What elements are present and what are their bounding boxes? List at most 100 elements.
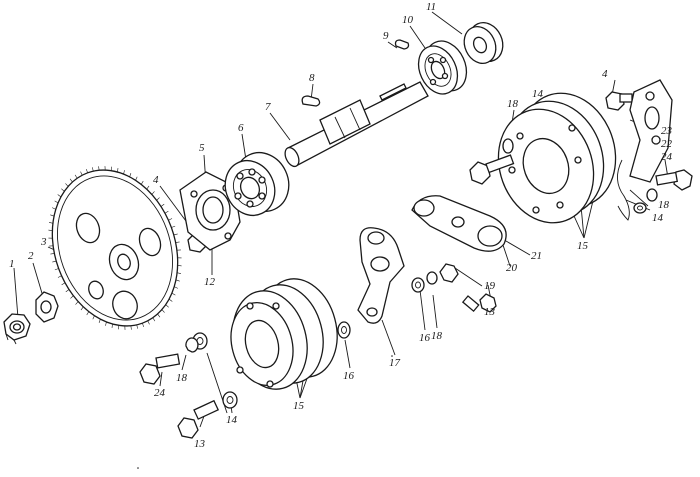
gear-tooth [135,176,138,181]
label-part-3: 3 [41,236,47,248]
label-part-21: 21 [531,250,542,262]
gear-tooth [171,225,176,228]
label-part-9: 9 [383,30,389,42]
label-part-4-right: 4 [602,68,608,80]
friction-plates-15-bottom [230,278,338,390]
shaft-7 [284,81,429,168]
label-part-18-bottom: 18 [176,372,187,384]
bolt-24-right [655,169,693,191]
gear-tooth [168,298,173,302]
label-part-14-top: 14 [532,88,543,100]
bearing-6 [224,152,290,216]
gear-tooth [164,210,169,214]
gear-tooth [129,172,132,177]
label-part-6: 6 [238,122,244,134]
gear-tooth [165,304,169,308]
gear-tooth [157,313,161,318]
gear-tooth [92,167,94,172]
label-part-24-bottom: 24 [154,387,165,399]
label-part-18-right: 18 [658,199,669,211]
bolt-4-right [605,91,633,111]
gear-tooth [147,320,150,325]
gear-tooth [65,289,70,293]
gear-tooth [175,279,180,282]
gear-tooth [85,168,88,173]
gear-tooth [50,214,55,217]
label-part-13-mid: 13 [484,306,495,318]
gear-tooth [175,241,180,243]
label-part-23: 23 [661,125,672,137]
gear-tooth [52,207,56,210]
washer-18-top [502,138,514,154]
nut-19 [439,263,459,283]
label-part-15-bottom: 15 [293,400,304,412]
gear-tooth [177,272,182,274]
label-part-14-right: 14 [652,212,663,224]
washer-16-bottom [337,321,351,339]
gear-tooth [65,183,69,187]
label-part-15-right: 15 [577,240,588,252]
label-part-22: 22 [661,138,672,150]
label-part-18-mid: 18 [431,330,442,342]
washer-14-right [633,202,647,214]
washer-18-right [646,188,658,202]
gear-tooth [105,321,107,326]
gear-tooth [57,275,62,278]
label-part-18-top: 18 [507,98,518,110]
bearing-10 [417,40,468,95]
gear-tooth [61,188,65,192]
washer-18-mid [426,271,438,285]
gear-tooth [98,166,100,171]
label-part-20: 20 [506,262,517,274]
gear-tooth [86,311,90,316]
label-part-8: 8 [309,72,315,84]
friction-plates-15-right [497,92,617,224]
gear-tooth [156,197,160,201]
gear-tooth [54,200,59,204]
label-part-12: 12 [204,276,215,288]
key-8 [301,95,321,107]
lock-washer-18-bottom [185,337,199,353]
gear-tooth [69,178,73,183]
gear-tooth [123,170,125,175]
gear-tooth [48,229,53,231]
label-part-16-bottom: 16 [343,370,354,382]
label-part-24-right: 24 [661,151,672,163]
gear-tooth [173,233,178,236]
gear-tooth [152,317,156,322]
gear-tooth [98,319,101,324]
gear-tooth [92,315,95,320]
lever-17 [357,227,405,324]
label-part-11: 11 [426,1,437,13]
gear-tooth [174,286,178,289]
nut-1 [3,313,31,345]
label-part-17: 17 [389,357,400,369]
gear-tooth [48,222,53,224]
bolt-24-bottom [139,353,181,385]
washer-14-lower [222,391,238,409]
bolt-13-mid [461,293,497,313]
gear-tooth [61,282,66,286]
label-part-19: 19 [484,280,495,292]
washer-16-mid [411,277,425,293]
gear-tooth [57,194,62,198]
label-part-14-bottom: 14 [226,414,237,426]
lock-washer-2 [35,291,59,323]
bolt-13-top [469,154,515,185]
gear-tooth [136,324,138,329]
gear-tooth [151,191,155,195]
bracket-22 [629,79,673,183]
bearing-housing-5 [179,171,241,251]
gear-tooth [130,325,132,330]
bolt-13-bottom [177,399,220,439]
speck [391,355,393,357]
gear-tooth [80,171,83,176]
gear-tooth [50,253,55,255]
gear-tooth [54,268,59,271]
gear-tooth [171,292,176,296]
label-part-2: 2 [28,250,34,262]
gear-tooth [80,306,84,311]
gear-tooth [74,174,78,179]
